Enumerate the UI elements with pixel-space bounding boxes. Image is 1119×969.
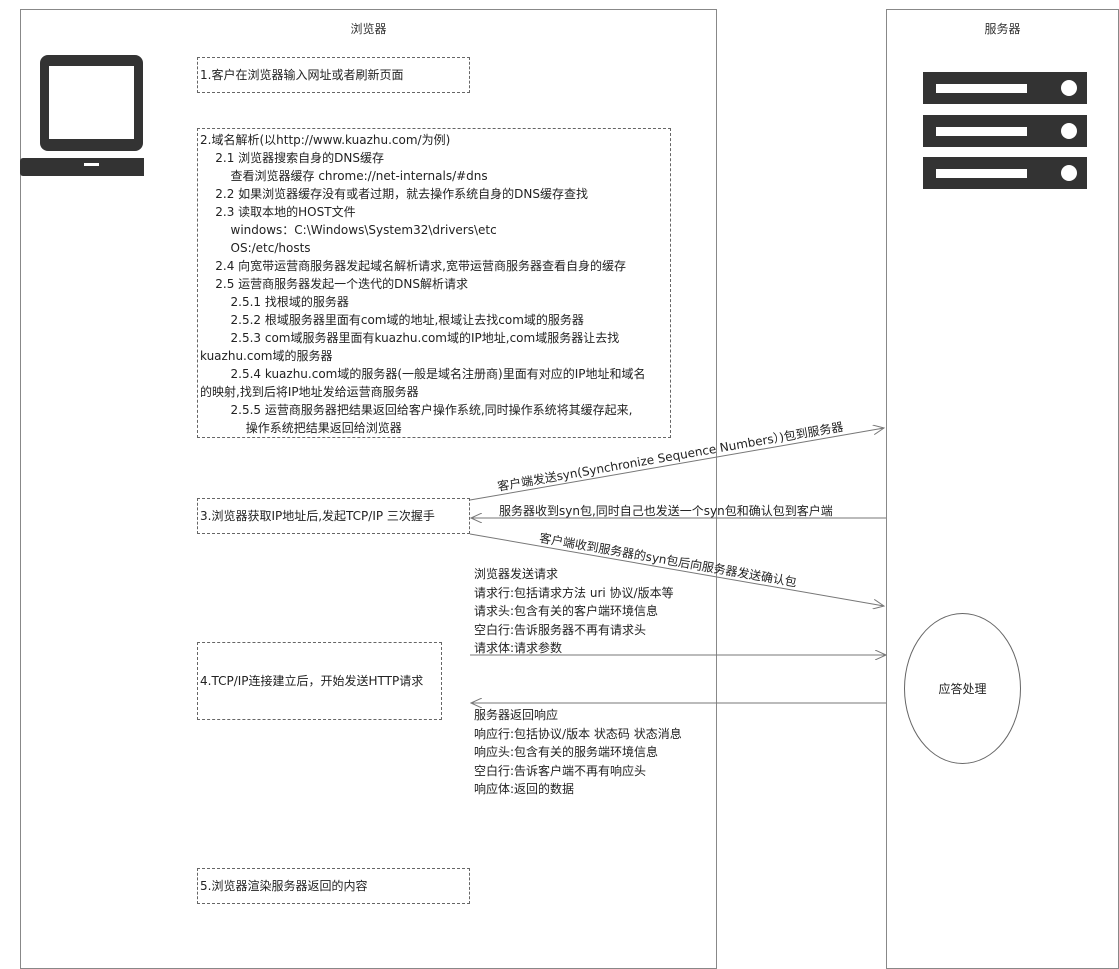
- server-process-ellipse: 应答处理: [904, 613, 1021, 764]
- server-lane-title: 服务器: [984, 22, 1021, 36]
- step-2-line: 2.5.4 kuazhu.com域的服务器(一般是域名注册商)里面有对应的IP地…: [200, 367, 646, 381]
- step-2-line: 2.1 浏览器搜索自身的DNS缓存: [200, 151, 384, 165]
- step-1-text: 1.客户在浏览器输入网址或者刷新页面: [200, 68, 404, 82]
- step-2-box: 2.域名解析(以http://www.kuazhu.com/为例) 2.1 浏览…: [197, 128, 671, 438]
- response-note-line: 响应头:包含有关的服务端环境信息: [474, 745, 659, 759]
- request-note-line: 浏览器发送请求: [474, 567, 559, 581]
- step-2-line: 2.3 读取本地的HOST文件: [200, 205, 356, 219]
- synack-label: 服务器收到syn包,同时自己也发送一个syn包和确认包到客户端: [499, 504, 833, 518]
- step-1-box: 1.客户在浏览器输入网址或者刷新页面: [197, 57, 470, 93]
- step-2-line: 2.5.3 com域服务器里面有kuazhu.com域的IP地址,com域服务器…: [200, 331, 620, 345]
- step-3-text: 3.浏览器获取IP地址后,发起TCP/IP 三次握手: [200, 509, 435, 523]
- server-rack-icon: [923, 72, 1087, 189]
- step-2-line: 操作系统把结果返回给浏览器: [200, 421, 402, 435]
- step-2-line: 2.域名解析(以http://www.kuazhu.com/为例): [200, 133, 451, 147]
- request-note-line: 请求行:包括请求方法 uri 协议/版本等: [474, 585, 674, 600]
- server-unit: [923, 115, 1087, 147]
- request-note-line: 请求头:包含有关的客户端环境信息: [474, 604, 659, 618]
- step-2-line: 的映射,找到后将IP地址发给运营商服务器: [200, 385, 419, 399]
- step-5-box: 5.浏览器渲染服务器返回的内容: [197, 868, 470, 904]
- response-note-line: 服务器返回响应: [474, 708, 559, 722]
- browser-lane-title: 浏览器: [350, 22, 387, 36]
- step-2-line: windows：C:\Windows\System32\drivers\etc: [200, 223, 497, 237]
- request-note: 浏览器发送请求 请求行:包括请求方法 uri 协议/版本等 请求头:包含有关的客…: [474, 565, 674, 658]
- response-note-line: 空白行:告诉客户端不再有响应头: [474, 763, 647, 778]
- server-unit: [923, 72, 1087, 104]
- laptop-icon: [20, 55, 144, 176]
- response-note: 服务器返回响应 响应行:包括协议/版本 状态码 状态消息 响应头:包含有关的服务…: [474, 706, 682, 799]
- step-2-line: 2.5.5 运营商服务器把结果返回给客户操作系统,同时操作系统将其缓存起来,: [200, 403, 633, 417]
- response-note-line: 响应行:包括协议/版本 状态码 状态消息: [474, 726, 682, 741]
- step-2-line: 2.5 运营商服务器发起一个迭代的DNS解析请求: [200, 277, 468, 291]
- step-4-text: 4.TCP/IP连接建立后，开始发送HTTP请求: [200, 674, 424, 688]
- request-note-line: 空白行:告诉服务器不再有请求头: [474, 622, 647, 637]
- response-note-line: 响应体:返回的数据: [474, 782, 575, 796]
- step-2-line: kuazhu.com域的服务器: [200, 349, 333, 363]
- step-2-line: 2.4 向宽带运营商服务器发起域名解析请求,宽带运营商服务器查看自身的缓存: [200, 259, 626, 273]
- server-process-label: 应答处理: [938, 682, 987, 696]
- step-3-box: 3.浏览器获取IP地址后,发起TCP/IP 三次握手: [197, 498, 470, 534]
- step-4-box: 4.TCP/IP连接建立后，开始发送HTTP请求: [197, 642, 442, 720]
- server-unit: [923, 157, 1087, 189]
- step-2-line: 2.2 如果浏览器缓存没有或者过期，就去操作系统自身的DNS缓存查找: [200, 187, 588, 201]
- step-2-line: OS:/etc/hosts: [200, 241, 311, 255]
- request-note-line: 请求体:请求参数: [474, 641, 563, 655]
- step-2-line: 2.5.2 根域服务器里面有com域的地址,根域让去找com域的服务器: [200, 313, 584, 327]
- step-5-text: 5.浏览器渲染服务器返回的内容: [200, 879, 368, 893]
- step-2-line: 查看浏览器缓存 chrome://net-internals/#dns: [200, 169, 488, 183]
- step-2-line: 2.5.1 找根域的服务器: [200, 295, 349, 309]
